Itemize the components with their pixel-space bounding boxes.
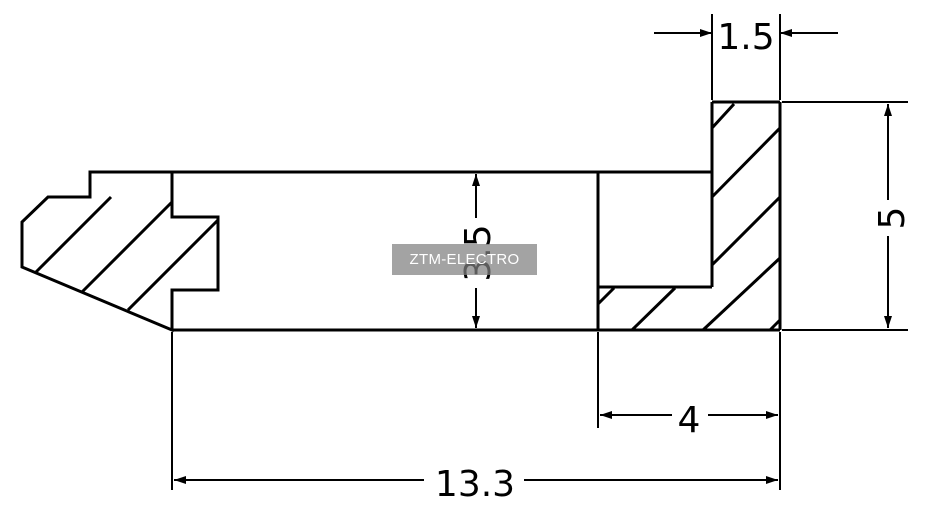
left-section-outline (20, 170, 220, 333)
main-profile (90, 100, 782, 332)
right-hatch (596, 102, 782, 332)
extension-lines (171, 14, 908, 490)
watermark-label: ZTM-ELECTRO (392, 244, 537, 275)
dim-text-top-width: 1.5 (717, 17, 774, 58)
dim-text-right-height: 5 (872, 207, 913, 230)
dim-text-bottom-inner: 4 (678, 400, 701, 441)
dim-text-bottom-overall: 13.3 (435, 464, 515, 505)
left-hatch (34, 195, 220, 312)
left-section (20, 170, 220, 333)
